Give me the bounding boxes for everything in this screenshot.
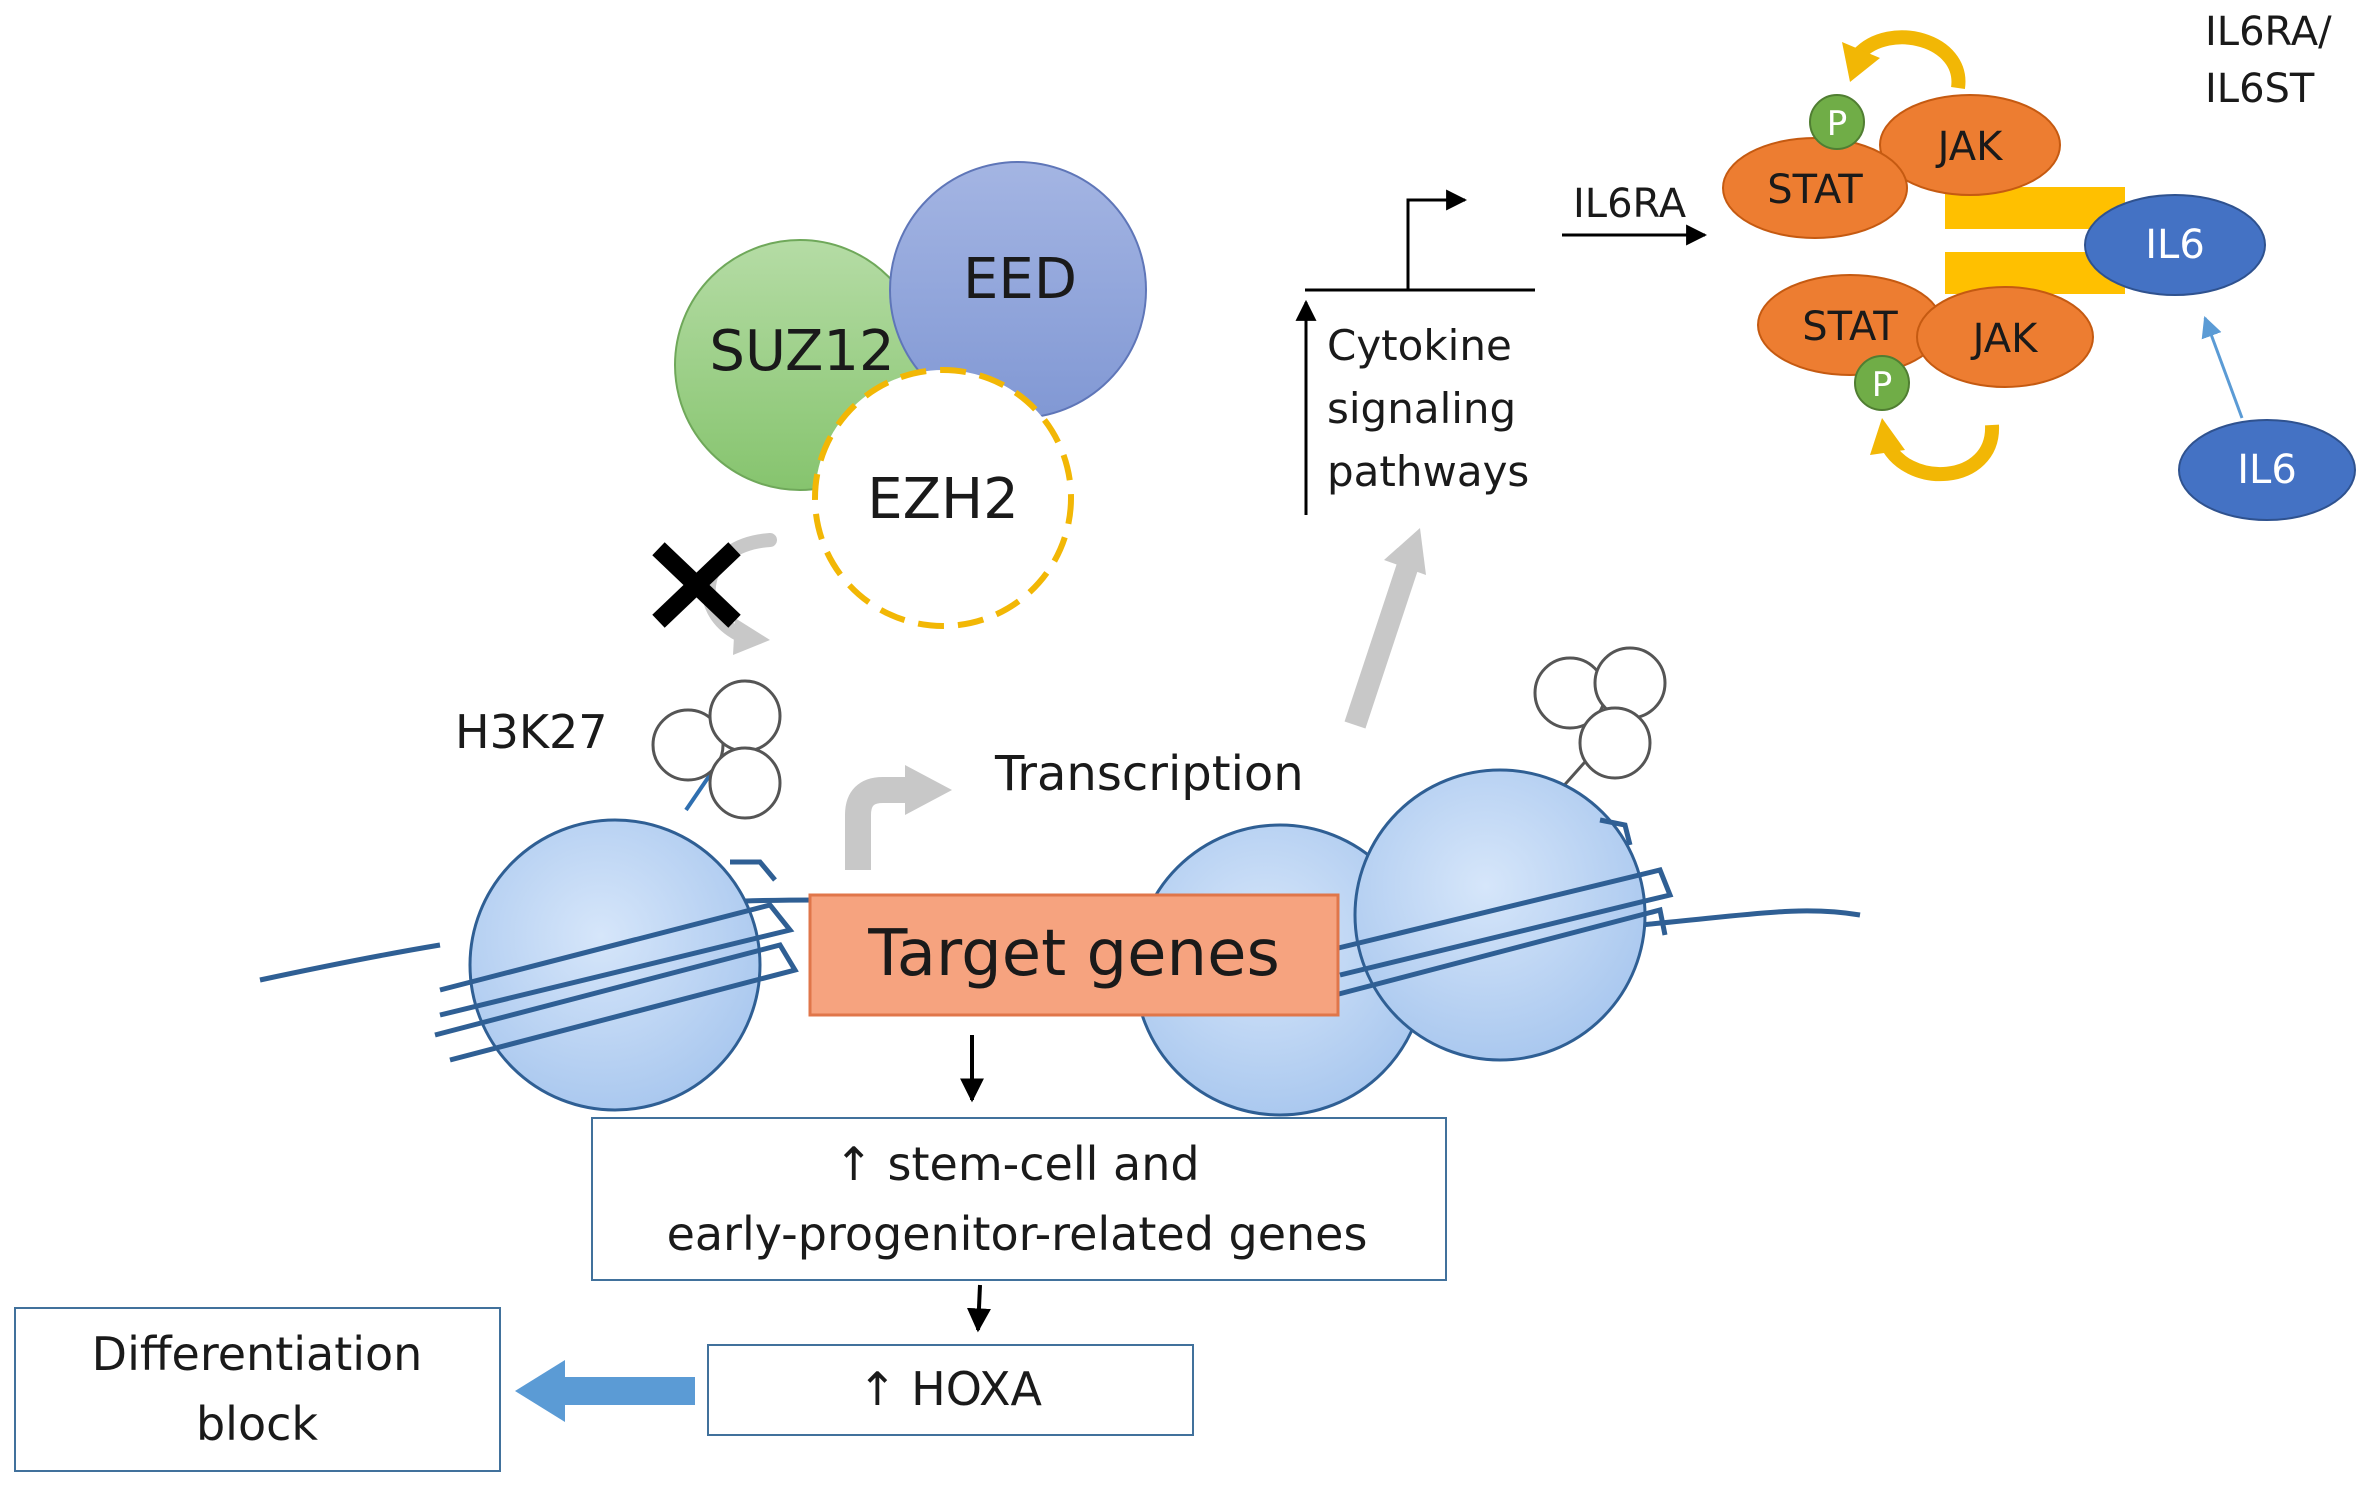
cytokine-pathway: Cytokine signaling pathways: [1295, 189, 1535, 515]
jak-bottom-label: JAK: [1970, 316, 2039, 362]
suz12-label: SUZ12: [709, 319, 894, 384]
cytokine-gray-arrow: [1344, 528, 1426, 729]
il6-binding-arrow: [2201, 316, 2244, 419]
stem-line1: ↑ stem-cell and: [834, 1137, 1199, 1191]
stem-line2: early-progenitor-related genes: [667, 1207, 1368, 1261]
stat-top-label: STAT: [1767, 167, 1863, 213]
jak-top: [1879, 94, 2061, 196]
differentiation-block: Differentiation block: [14, 1307, 501, 1472]
cytokine-line2: signaling: [1327, 384, 1516, 433]
receptor-name-line2: IL6ST: [2205, 66, 2315, 112]
il6-bound: [2084, 194, 2266, 296]
diff-line1: Differentiation: [92, 1327, 423, 1381]
ezh2-label: EZH2: [867, 467, 1018, 532]
il6ra-label: IL6RA: [1573, 181, 1687, 227]
hoxa-label: ↑ HOXA: [858, 1362, 1043, 1416]
hoxa-box: [707, 1344, 1194, 1436]
target-genes-box: [808, 893, 1340, 1017]
eed-label: EED: [963, 247, 1077, 312]
target-genes: Target genes: [808, 893, 1340, 1017]
nucleosome-right: [1329, 768, 1674, 1062]
jak-top-label: JAK: [1935, 124, 2004, 170]
prc2-complex: EED SUZ12 EZH2: [674, 161, 1147, 629]
stem-cell-box: [591, 1117, 1447, 1281]
cytokine-line3: pathways: [1327, 447, 1529, 496]
h3k27-label: H3K27: [455, 705, 608, 759]
histone-tail-left: [651, 679, 782, 820]
arrow-stem-to-hoxa: [966, 1284, 991, 1333]
il6-bound-label: IL6: [2145, 222, 2205, 268]
blocked-methylation: [652, 533, 777, 655]
il6-receptor-complex: IL6RA/ IL6ST JAK STAT P STAT JAK P IL6 I…: [1722, 9, 2356, 521]
transcription-arrow: [845, 765, 952, 870]
phospho-top: [1809, 94, 1865, 150]
phospho-top-label: P: [1827, 104, 1848, 144]
stem-cell-genes: ↑ stem-cell and early-progenitor-related…: [591, 1117, 1447, 1281]
jak-bottom: [1916, 286, 2094, 388]
cytokine-line1: Cytokine: [1327, 321, 1512, 370]
il6-free-label: IL6: [2237, 447, 2297, 493]
nucleosome-left: [434, 818, 799, 1112]
hoxa: ↑ HOXA: [707, 1344, 1194, 1436]
differentiation-box: [14, 1307, 501, 1472]
diff-line2: block: [196, 1397, 318, 1451]
phospho-bottom-label: P: [1872, 365, 1893, 405]
stat-bottom-label: STAT: [1802, 304, 1898, 350]
ezh2-subunit: [812, 367, 1074, 629]
target-genes-label: Target genes: [867, 917, 1280, 991]
il6-free: [2178, 419, 2356, 521]
receptor-name-line1: IL6RA/: [2205, 9, 2332, 55]
phospho-bottom: [1854, 355, 1910, 411]
histone-tail-right: [1533, 646, 1667, 791]
x-block-icon: [652, 542, 741, 628]
block-arrow: [515, 1360, 695, 1422]
transcription-label: Transcription: [994, 746, 1304, 802]
